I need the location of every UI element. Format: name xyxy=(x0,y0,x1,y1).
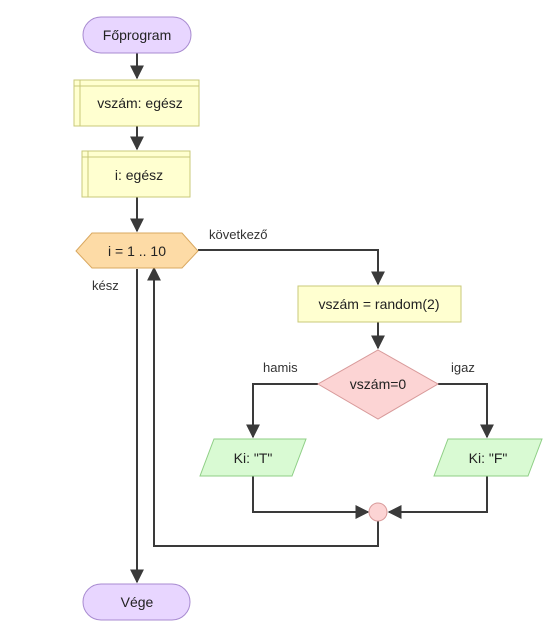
loop-node: i = 1 .. 10 xyxy=(75,232,199,269)
edge-left-to-merge xyxy=(252,476,370,519)
edge-label-true: igaz xyxy=(451,360,475,375)
merge-node xyxy=(368,502,388,522)
assignment-node: vszám = random(2) xyxy=(297,285,462,323)
start-label: Főprogram xyxy=(103,27,171,43)
end-label: Vége xyxy=(121,594,154,610)
declaration-i: i: egész xyxy=(81,150,191,198)
output-right: Ki: "F" xyxy=(433,438,543,477)
edge-loop-back xyxy=(147,266,379,547)
condition-node: vszám=0 xyxy=(316,349,440,420)
loop-label: i = 1 .. 10 xyxy=(108,243,166,259)
edge-cond-false xyxy=(246,383,318,439)
edge-label-done: kész xyxy=(92,278,119,293)
output-right-label: Ki: "F" xyxy=(469,450,508,466)
condition-label: vszám=0 xyxy=(350,376,407,392)
edges xyxy=(130,53,494,584)
assignment-label: vszám = random(2) xyxy=(319,296,440,312)
edge-loop-next xyxy=(198,249,385,286)
output-left-label: Ki: "T" xyxy=(234,450,273,466)
declaration-vszam: vszám: egész xyxy=(73,79,200,127)
edge-label-next: következő xyxy=(209,227,268,242)
edge-label-false: hamis xyxy=(263,360,298,375)
end-node: Vége xyxy=(82,583,191,621)
declaration-vszam-label: vszám: egész xyxy=(97,95,183,111)
edge-cond-true xyxy=(438,383,494,439)
start-node: Főprogram xyxy=(82,16,192,54)
output-left: Ki: "T" xyxy=(199,438,307,477)
edge-right-to-merge xyxy=(387,476,488,519)
declaration-i-label: i: egész xyxy=(115,167,163,183)
